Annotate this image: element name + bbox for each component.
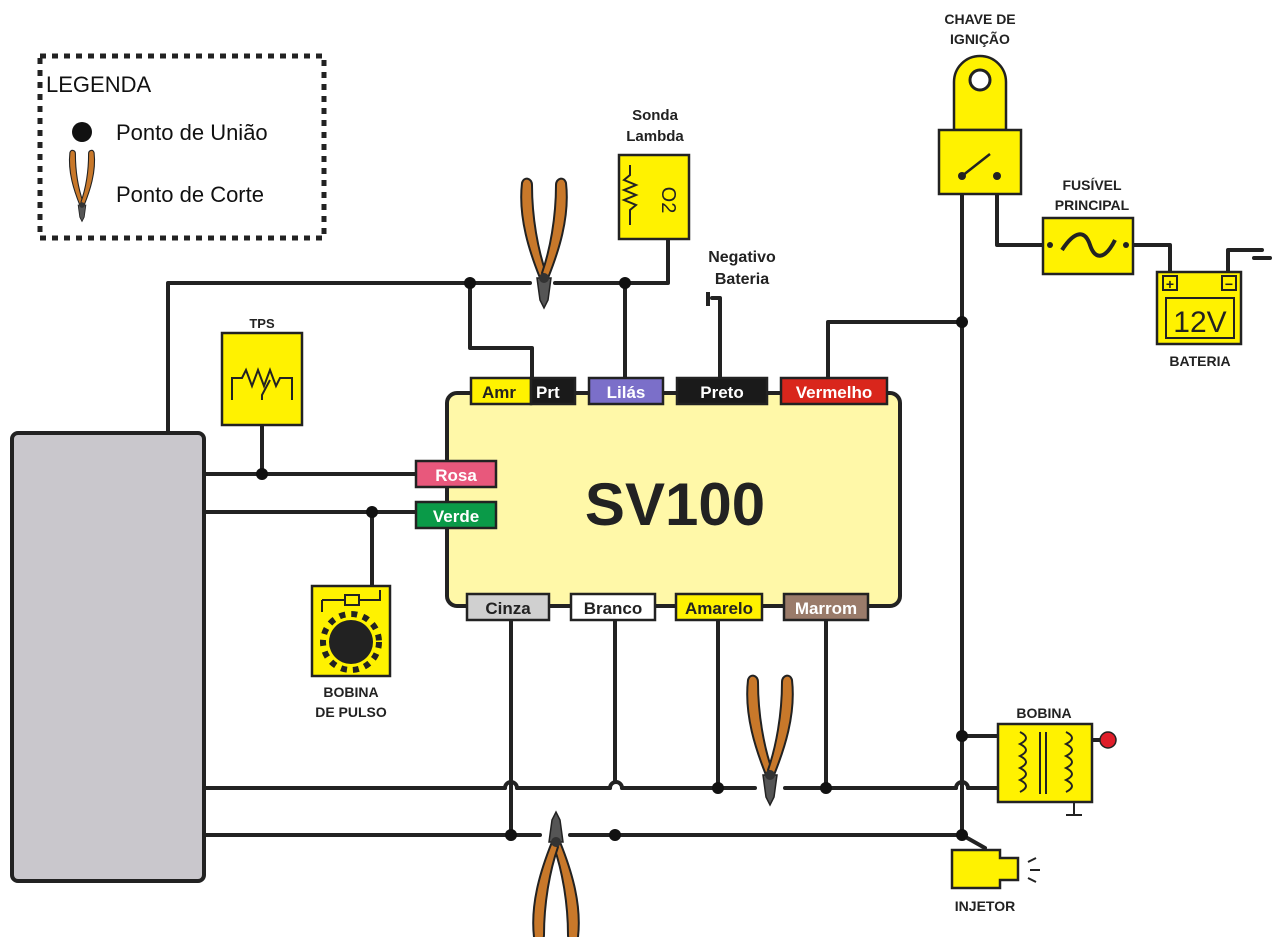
chave-de-ignicao: CHAVE DE IGNIÇÃO	[937, 11, 1023, 196]
wiring	[166, 176, 1272, 850]
junction-dot-icon	[256, 468, 268, 480]
bobina-pulso-label-1: BOBINA	[323, 684, 378, 700]
junction-dot-icon	[609, 829, 621, 841]
junction-dot-icon	[956, 829, 968, 841]
legend-title: LEGENDA	[46, 72, 151, 97]
pin-verde: Verde	[414, 500, 498, 530]
junction-dot-icon	[366, 506, 378, 518]
bateria: + − 12V BATERIA	[1155, 270, 1243, 369]
potentiometer-icon	[231, 367, 293, 400]
legend: LEGENDA Ponto de União Ponto de Corte	[37, 53, 327, 241]
pin-amr-prt: Amr Prt	[469, 376, 577, 406]
bobina-pulso-label-2: DE PULSO	[315, 704, 387, 720]
pin-label-lilas: Lilás	[607, 383, 646, 402]
key-icon	[952, 54, 1008, 132]
pin-label-amarelo: Amarelo	[685, 599, 753, 618]
pin-marrom: Marrom	[782, 592, 870, 622]
tps-sensor: TPS	[220, 316, 304, 427]
fuse-icon	[1060, 232, 1117, 258]
junction-dot-icon	[505, 829, 517, 841]
junction-dot-icon	[820, 782, 832, 794]
spark-terminal-icon	[1099, 731, 1117, 749]
bobina-de-pulso: BOBINA DE PULSO	[310, 584, 392, 720]
junction-points	[256, 277, 968, 841]
junction-dot-icon	[956, 316, 968, 328]
wire-cutter-icon	[746, 674, 794, 806]
ecu-block	[10, 431, 206, 883]
junction-dot-icon	[619, 277, 631, 289]
pin-label-rosa: Rosa	[435, 466, 477, 485]
fusivel-principal: FUSÍVEL PRINCIPAL	[1041, 177, 1135, 276]
pin-vermelho: Vermelho	[779, 376, 889, 406]
pin-label-cinza: Cinza	[485, 599, 531, 618]
legend-item-junction: Ponto de União	[116, 120, 268, 145]
pin-rosa: Rosa	[414, 459, 498, 489]
pin-label-preto: Preto	[700, 383, 743, 402]
injetor: INJETOR	[950, 848, 1040, 914]
pin-branco: Branco	[569, 592, 657, 622]
negativo-label-2: Bateria	[715, 271, 769, 288]
wire-cutter-icon	[520, 177, 568, 309]
pin-cinza: Cinza	[465, 592, 551, 622]
battery-plus: +	[1166, 276, 1174, 292]
pin-label-prt: Prt	[536, 383, 560, 402]
battery-minus: −	[1225, 276, 1233, 292]
fusivel-label-2: PRINCIPAL	[1055, 197, 1130, 213]
wire-cutter-icon	[532, 811, 580, 937]
sonda-lambda: Sonda Lambda O2	[617, 107, 691, 241]
legend-item-cut: Ponto de Corte	[116, 182, 264, 207]
tps-label: TPS	[249, 316, 275, 331]
fusivel-label-1: FUSÍVEL	[1062, 177, 1122, 193]
switch-icon	[961, 153, 991, 177]
pin-preto: Preto	[675, 376, 769, 406]
o2-symbol: O2	[657, 187, 679, 214]
battery-voltage: 12V	[1173, 306, 1226, 339]
chave-label-1: CHAVE DE	[944, 11, 1015, 27]
injector-icon	[950, 848, 1020, 890]
pin-label-verde: Verde	[433, 507, 479, 526]
junction-dot-icon	[464, 277, 476, 289]
sv100-module: SV100	[445, 391, 902, 608]
pin-label-amr: Amr	[482, 383, 516, 402]
coil-icon	[1017, 731, 1027, 793]
pin-lilas: Lilás	[587, 376, 665, 406]
pin-label-branco: Branco	[584, 599, 643, 618]
sonda-label-2: Lambda	[626, 128, 684, 145]
resistor-icon	[621, 165, 639, 225]
bobina-ignicao: BOBINA	[996, 705, 1117, 816]
bateria-label: BATERIA	[1169, 353, 1230, 369]
junction-dot-icon	[956, 730, 968, 742]
junction-dot-icon	[712, 782, 724, 794]
pin-label-marrom: Marrom	[795, 599, 857, 618]
negativo-bateria: Negativo Bateria	[706, 249, 776, 306]
module-title: SV100	[585, 471, 765, 538]
reluctor-gear-icon	[329, 620, 373, 664]
negativo-label-1: Negativo	[708, 249, 776, 266]
junction-dot-icon	[72, 122, 92, 142]
sonda-label-1: Sonda	[632, 107, 678, 124]
pin-amarelo: Amarelo	[674, 592, 764, 622]
chave-label-2: IGNIÇÃO	[950, 30, 1010, 47]
bobina-label: BOBINA	[1016, 705, 1071, 721]
pin-label-vermelho: Vermelho	[796, 383, 873, 402]
injetor-label: INJETOR	[955, 898, 1015, 914]
